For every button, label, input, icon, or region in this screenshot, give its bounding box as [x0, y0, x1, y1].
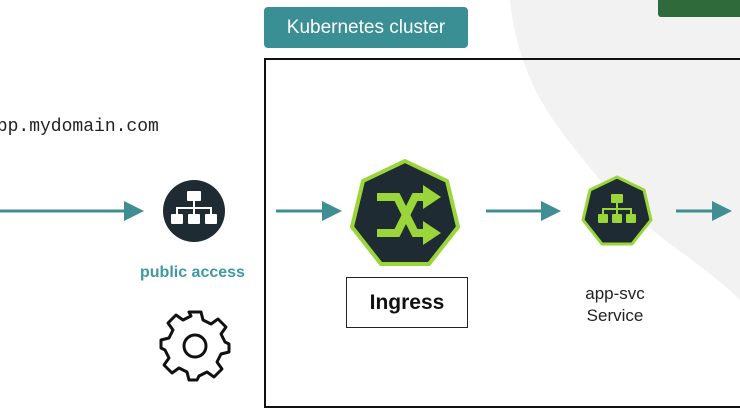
- service-label: app-svc Service: [560, 283, 670, 327]
- cluster-label: Kubernetes cluster: [264, 7, 468, 48]
- public-access-label: public access: [140, 264, 245, 281]
- service-hierarchy-icon: [581, 175, 653, 246]
- shuffle-icon: [350, 159, 460, 266]
- thumbnail-image: [658, 0, 740, 17]
- ingress-label: Ingress: [346, 277, 468, 328]
- arrow-ingress-to-service: [486, 201, 561, 221]
- cluster-boundary: [264, 58, 740, 408]
- arrow-service-out: [676, 201, 732, 221]
- domain-url: app.mydomain.com: [0, 117, 159, 137]
- service-type: Service: [586, 306, 644, 325]
- hierarchy-icon: [163, 180, 225, 242]
- service-name: app-svc: [585, 284, 645, 303]
- arrow-url-to-public: [0, 201, 144, 221]
- arrow-to-ingress: [276, 201, 342, 221]
- gear-icon: [159, 310, 231, 382]
